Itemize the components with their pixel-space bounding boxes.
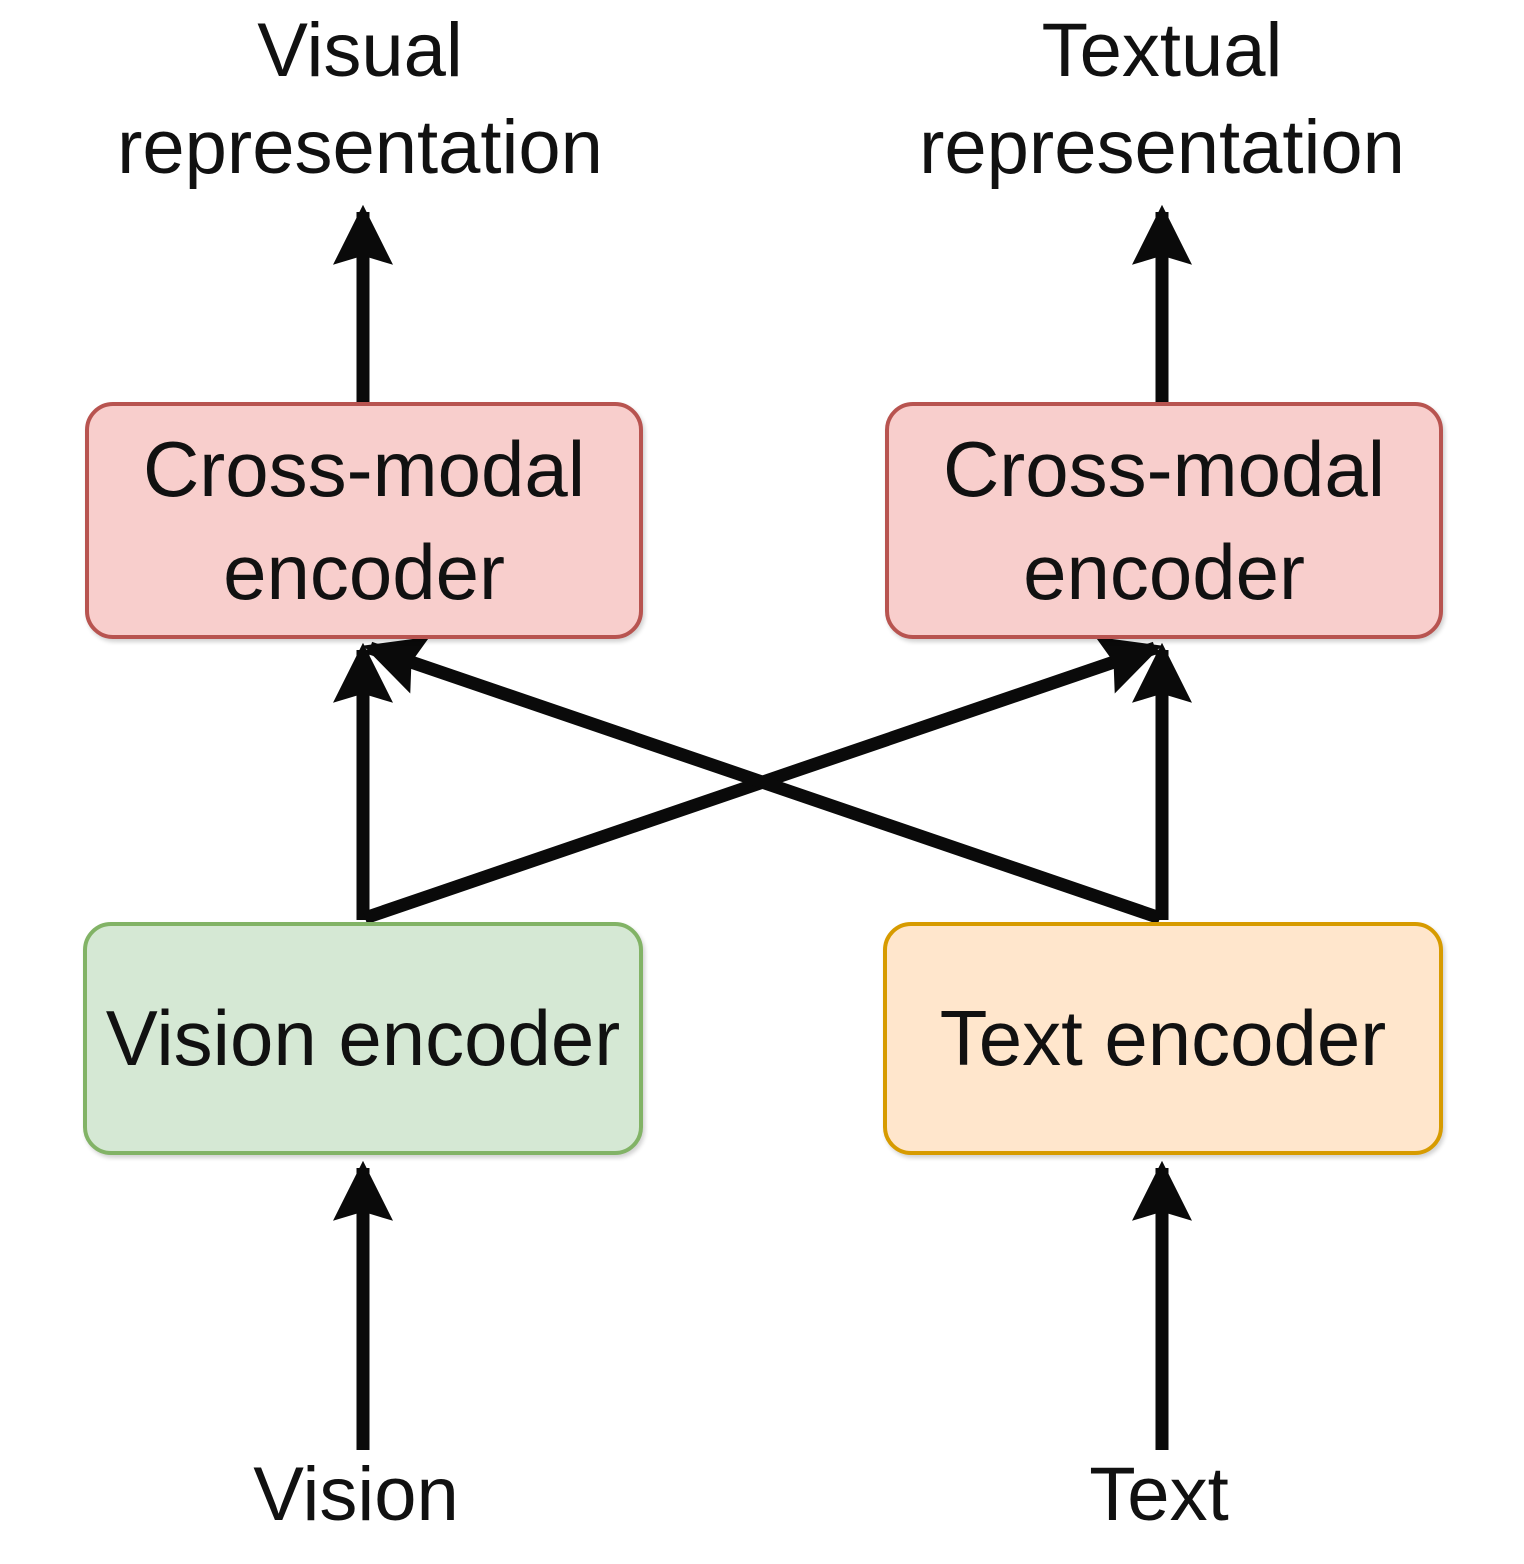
arrow-text-encoder-to-cm-left <box>363 636 1163 925</box>
vision-input-label: Vision <box>253 1452 459 1537</box>
vision-encoder-box: Vision encoder <box>83 922 643 1155</box>
cross-modal-encoder-right-label: Cross-modal encoder <box>942 424 1386 616</box>
text-input-label: Text <box>1089 1452 1229 1537</box>
text-encoder-box: Text encoder <box>883 922 1443 1155</box>
cross-modal-encoder-left-label: Cross-modal encoder <box>142 424 586 616</box>
vision-encoder-label: Vision encoder <box>105 994 621 1082</box>
textual-representation-label: Textual representation <box>919 8 1405 190</box>
arrow-vision-encoder-to-cm-right <box>362 636 1162 925</box>
visual-representation-label: Visual representation <box>117 8 603 190</box>
cross-modal-encoder-left-box: Cross-modal encoder <box>85 402 643 639</box>
text-encoder-label: Text encoder <box>939 994 1387 1082</box>
cross-modal-encoder-right-box: Cross-modal encoder <box>885 402 1443 639</box>
